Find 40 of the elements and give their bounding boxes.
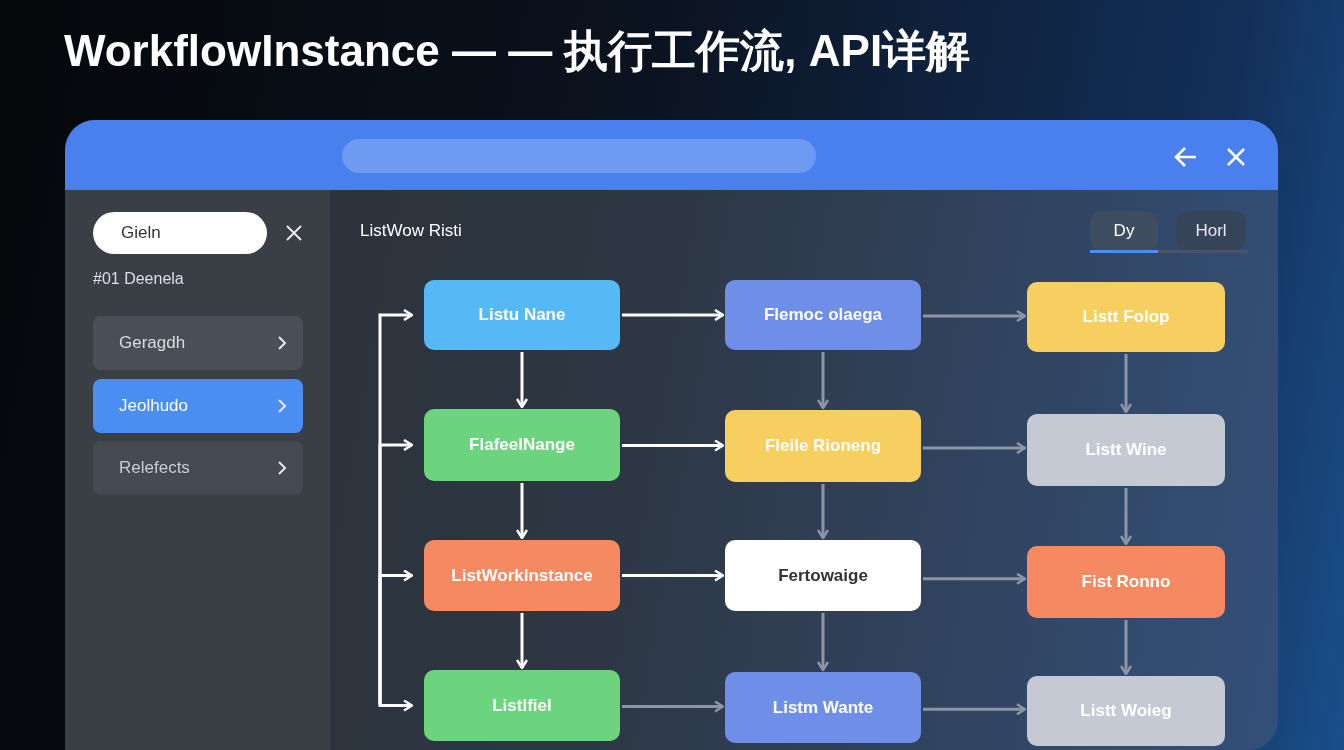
arrow [1119, 354, 1133, 414]
process-box: Flemoc olaega [725, 280, 921, 350]
process-box: Fist Ronno [1027, 546, 1225, 618]
arrow [515, 613, 529, 670]
menu-item: Geragdh [93, 316, 303, 370]
arrow [923, 309, 1027, 323]
search-field: Gieln [93, 212, 267, 254]
arrow [1119, 620, 1133, 676]
arrow [515, 483, 529, 540]
arrow [816, 484, 830, 540]
tab-button: Horl [1176, 211, 1246, 251]
status-text: #01 Deenela [93, 269, 185, 289]
arrow [378, 699, 414, 712]
process-box: Listt Wine [1027, 414, 1225, 486]
arrow [923, 572, 1027, 585]
menu-item: Relefects [93, 441, 303, 495]
process-box: Listlfiel [424, 670, 620, 741]
process-box: Listm Wante [725, 672, 921, 743]
panel-heading: ListWow Risti [360, 220, 463, 242]
arrow [1119, 488, 1133, 546]
arrow [622, 700, 725, 713]
arrow [923, 703, 1027, 716]
menu-item: Jeolhudo [93, 379, 303, 433]
arrow [622, 308, 725, 322]
tab-button: Dy [1090, 211, 1158, 251]
arrow [378, 569, 414, 705]
title: WorkflowInstance — — 执行工作流, API详解 [64, 25, 972, 77]
arrow [622, 439, 725, 452]
arrow [515, 352, 529, 409]
arrow [816, 352, 830, 410]
arrow [923, 441, 1027, 455]
process-box: ListWorklnstance [424, 540, 620, 611]
arrow [622, 569, 725, 582]
process-box: Fertowaige [725, 540, 921, 611]
process-box: Listt Folop [1027, 282, 1225, 352]
process-box: Fleile Rioneng [725, 410, 921, 482]
process-box: FlafeelNange [424, 409, 620, 481]
process-box: Listt Woieg [1027, 676, 1225, 746]
process-box: Listu Nane [424, 280, 620, 350]
arrow [816, 613, 830, 672]
